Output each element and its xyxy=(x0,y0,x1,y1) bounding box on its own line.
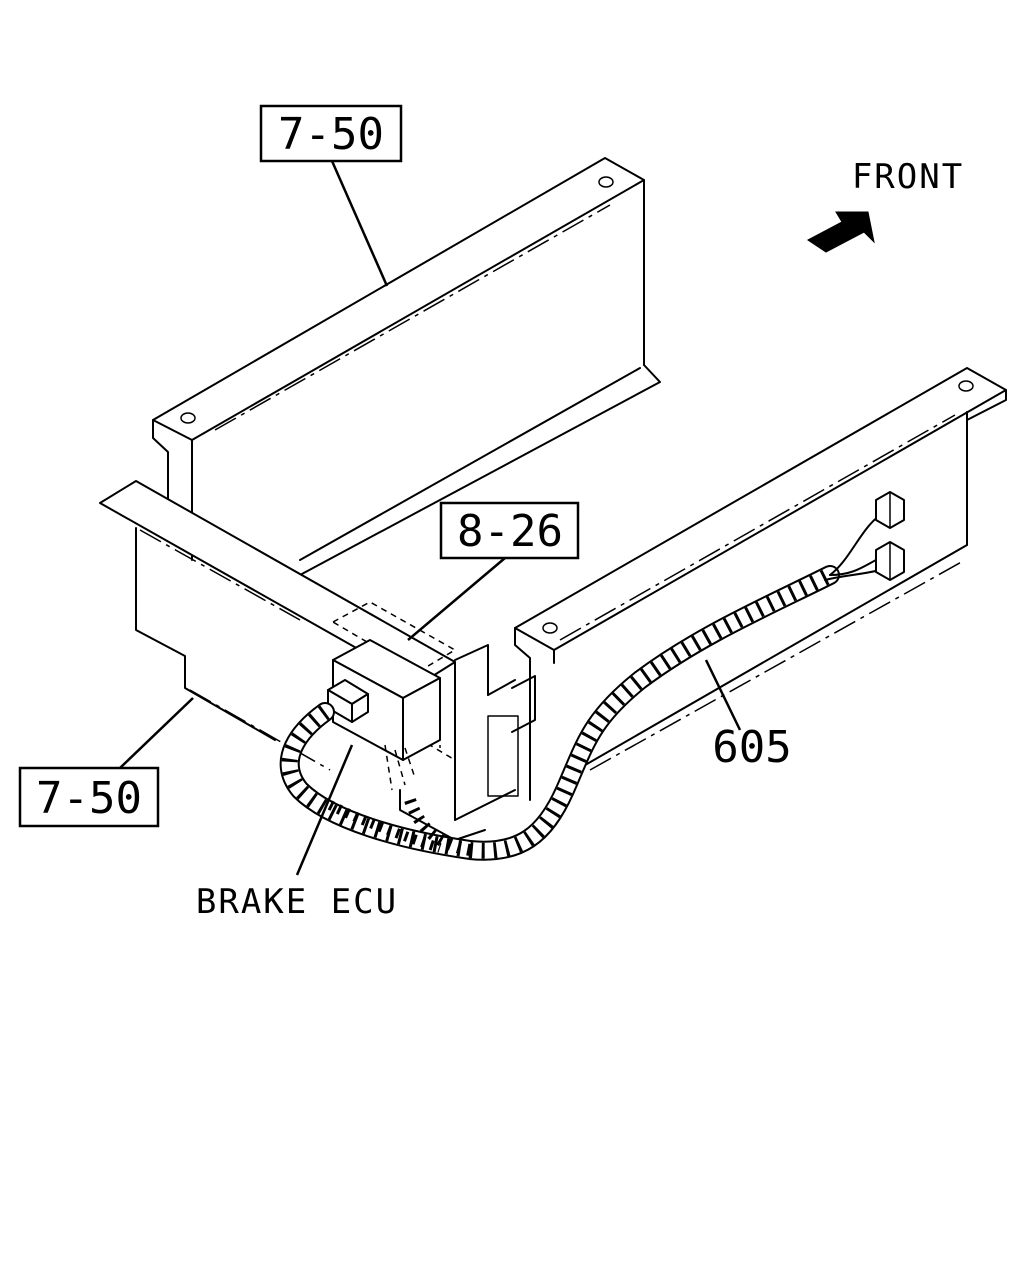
brake-ecu-box xyxy=(327,639,441,791)
brake-ecu-label: BRAKE ECU xyxy=(196,882,398,922)
wire-harness-605 xyxy=(279,491,905,861)
upper-cross-member xyxy=(152,157,661,576)
front-label: FRONT xyxy=(852,157,964,197)
callout-ref-bracket[interactable]: 8-26 xyxy=(439,501,580,560)
callout-ref-top[interactable]: 7-50 xyxy=(259,104,403,163)
callout-ref-top-text: 7-50 xyxy=(278,109,384,160)
right-side-rail xyxy=(514,367,1007,801)
leader-lines xyxy=(119,160,742,876)
part-number-label: 605 xyxy=(712,722,791,773)
arrow-up-right-icon xyxy=(807,211,875,253)
callout-ref-bottom-text: 7-50 xyxy=(36,773,142,824)
front-cross-member xyxy=(99,480,519,841)
callout-ref-bottom[interactable]: 7-50 xyxy=(18,766,160,828)
callout-ref-bracket-text: 8-26 xyxy=(457,506,563,557)
